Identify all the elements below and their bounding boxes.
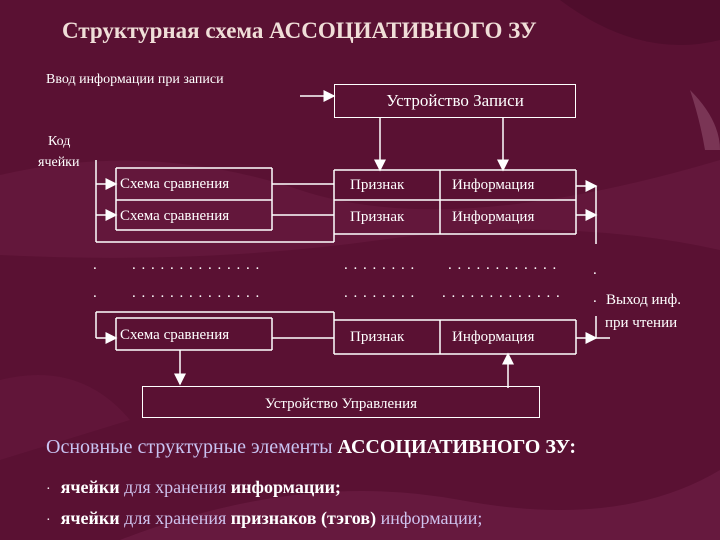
- right-dot-2: .: [593, 290, 598, 306]
- compare-scheme-row3: Схема сравнения: [120, 327, 230, 343]
- info-dots-2: . . . . . . . . . . . . .: [442, 285, 561, 301]
- left-dot-1: .: [93, 257, 98, 273]
- control-device-box: Устройство Управления: [142, 386, 540, 418]
- compare-dots-1: . . . . . . . . . . . . . .: [132, 257, 261, 273]
- bullet-2-bold2: признаков (тэгов): [230, 508, 377, 528]
- info-cell-row3: Информация: [452, 329, 535, 345]
- compare-scheme-row2: Схема сравнения: [120, 208, 230, 224]
- tag-dots-2: . . . . . . . .: [344, 285, 416, 301]
- info-dots-1: . . . . . . . . . . . .: [448, 257, 558, 273]
- bullet-1-bold2: информации;: [230, 477, 341, 497]
- right-dot-1: .: [593, 262, 598, 278]
- cell-code-label-line2: ячейки: [38, 155, 80, 170]
- tag-cell-row3: Признак: [350, 329, 405, 345]
- bullet-dot-icon: ·: [46, 482, 51, 497]
- tag-cell-row1: Признак: [350, 177, 405, 193]
- subtitle-bold: АССОЦИАТИВНОГО ЗУ:: [337, 436, 576, 458]
- tag-cell-row2: Признак: [350, 209, 405, 225]
- tag-dots-1: . . . . . . . .: [344, 257, 416, 273]
- control-device-label: Устройство Управления: [264, 396, 418, 412]
- bullet-2-normal: для хранения: [119, 508, 231, 528]
- compare-dots-2: . . . . . . . . . . . . . .: [132, 285, 261, 301]
- output-label-line2: при чтении: [605, 315, 678, 331]
- bullet-1-normal: для хранения: [119, 477, 231, 497]
- write-device-label: Устройство Записи: [386, 91, 524, 110]
- compare-scheme-row1: Схема сравнения: [120, 176, 230, 192]
- bullet-item-1: · ячейки для хранения информации;: [46, 477, 341, 498]
- left-dot-2: .: [93, 285, 98, 301]
- bullet-dot-icon: ·: [46, 513, 51, 528]
- bullet-2-tail: информации;: [376, 508, 483, 528]
- info-cell-row2: Информация: [452, 209, 535, 225]
- bullet-item-2: · ячейки для хранения признаков (тэгов) и…: [46, 508, 482, 529]
- bullet-2-bold1: ячейки: [60, 508, 120, 528]
- info-cell-row1: Информация: [452, 177, 535, 193]
- output-label-line1: Выход инф.: [606, 292, 681, 308]
- subtitle: Основные структурные элементы АССОЦИАТИВ…: [46, 436, 576, 459]
- cell-code-label-line1: Код: [48, 134, 71, 149]
- subtitle-prefix: Основные структурные элементы: [46, 436, 338, 458]
- page-title: Структурная схема АССОЦИАТИВНОГО ЗУ: [62, 18, 537, 43]
- input-label: Ввод информации при записи: [46, 72, 224, 87]
- bullet-1-bold1: ячейки: [60, 477, 120, 497]
